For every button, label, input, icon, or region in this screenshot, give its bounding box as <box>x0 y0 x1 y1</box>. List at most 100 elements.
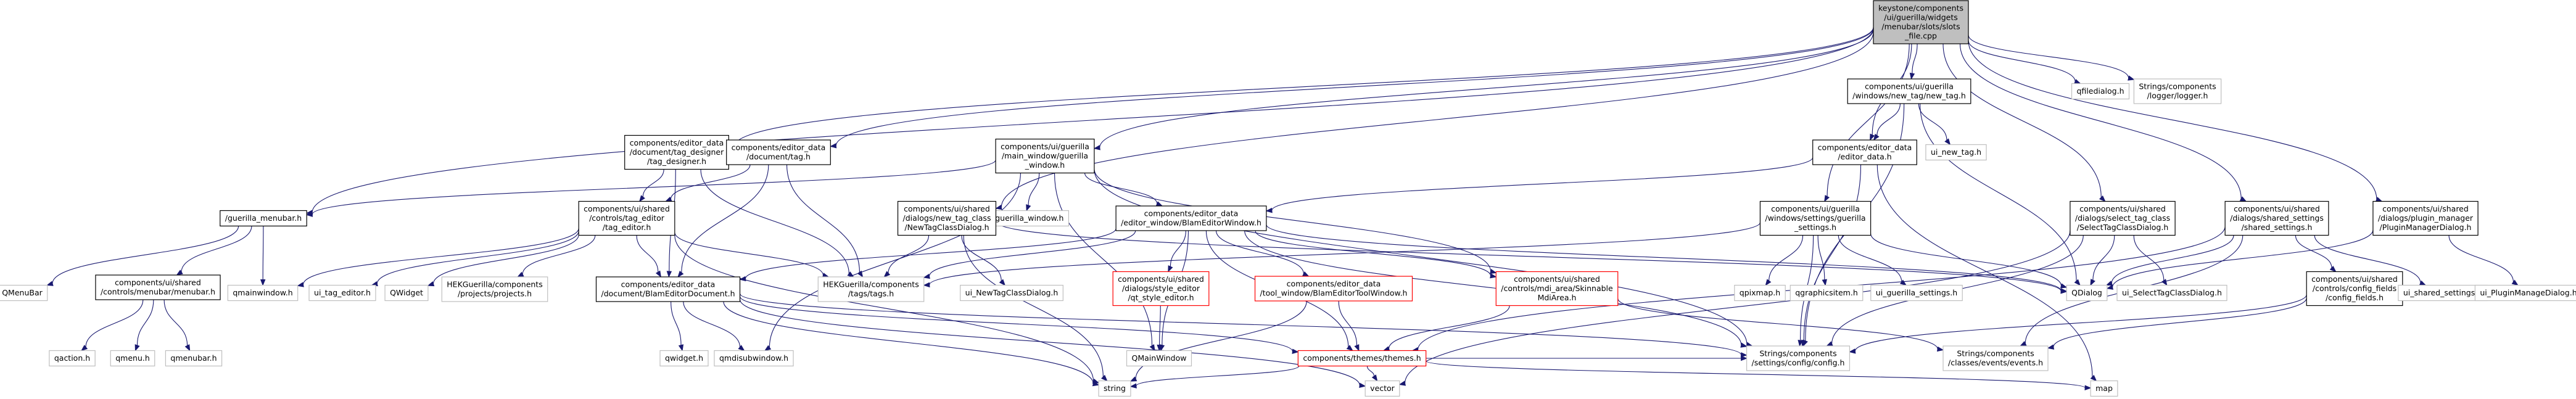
node-bled-window[interactable]: components/editor_data/editor_window/Bla… <box>1115 205 1267 231</box>
node-label-line: qmainwindow.h <box>233 288 292 297</box>
edge-new_tag_class-to-string <box>963 235 1108 382</box>
node-label-line: /editor_window/BlamEditorWindow.h <box>1121 218 1261 228</box>
node-tool-window[interactable]: components/editor_data/tool_window/BlamE… <box>1254 276 1413 302</box>
node-shared-settings[interactable]: components/ui/shared/dialogs/shared_sett… <box>2224 200 2329 236</box>
node-box <box>714 350 794 367</box>
edge-root-to-guerilla_menubar <box>305 28 1874 215</box>
edge-root-to-doc_tag <box>829 27 1874 149</box>
node-guerilla-menubar[interactable]: /guerilla_menubar.h <box>220 210 307 227</box>
node-label-line: qgraphicsitem.h <box>1795 288 1858 297</box>
node-config-fields[interactable]: components/ui/shared/controls/config_fie… <box>2306 271 2403 306</box>
node-label-line: components/ui/shared <box>584 204 670 213</box>
node-box <box>1746 345 1851 371</box>
node-plugin-manager[interactable]: components/ui/shared/dialogs/plugin_mana… <box>2372 200 2479 236</box>
node-box <box>1112 271 1210 306</box>
node-blam-doc[interactable]: components/editor_data/document/BlamEdit… <box>595 276 741 302</box>
edge-main_window-to-qmdisubwindow <box>764 173 1021 352</box>
node-box <box>2224 200 2329 236</box>
edge-config_fields-to-events <box>2047 297 2307 350</box>
edge-main_window-to-guerilla_menubar <box>305 160 996 217</box>
edge-bled_window-to-config_h <box>1244 230 1748 348</box>
edge-guerilla_settings-to-ui_guerilla_settings <box>1838 235 1907 286</box>
edge-new_tag_class-to-hek_tags <box>883 235 930 278</box>
node-label-line: /tag_designer.h <box>647 157 706 166</box>
edge-tag_designer-to-tag_editor <box>638 169 664 202</box>
edge-mdi_area-to-events <box>1617 298 1944 352</box>
edge-guerilla_menubar-to-qmainwindow <box>260 226 266 286</box>
edge-new_tag_h-to-editor_data_h <box>1873 103 1901 141</box>
node-box <box>2116 284 2227 302</box>
edge-guerilla_menubar-to-menubar_h <box>176 226 252 276</box>
node-label-line: /dialogs/style_editor <box>1122 284 1200 293</box>
node-new-tag-class[interactable]: components/ui/shared/dialogs/new_tag_cla… <box>897 200 997 236</box>
edge-guerilla_settings-to-qgraphicsitem <box>1817 235 1827 286</box>
node-label-line: components/editor_data <box>630 138 724 147</box>
node-label-line: /tag_editor.h <box>603 223 651 232</box>
node-root[interactable]: keystone/components/ui/guerilla/widgets/… <box>1873 0 1969 44</box>
node-box <box>578 200 675 236</box>
node-label-line: qaction.h <box>54 353 90 363</box>
node-doc-tag[interactable]: components/editor_data/document/tag.h <box>726 139 831 165</box>
node-label-line: /controls/mdi_area/Skinnable <box>1501 284 1613 293</box>
edge-shared_settings-to-qdialog <box>2105 235 2234 286</box>
node-config-h: Strings/components/settings/config/confi… <box>1746 345 1851 371</box>
node-label-line: qfiledialog.h <box>2077 86 2124 96</box>
node-box <box>897 200 997 236</box>
node-tag-designer[interactable]: components/editor_data/document/tag_desi… <box>624 134 729 170</box>
node-box <box>659 350 709 367</box>
node-label-line: components/themes/themes.h <box>1303 353 1421 363</box>
edge-tool_window-to-string <box>1129 300 1307 382</box>
node-label-line: components/ui/guerilla <box>1771 204 1860 213</box>
node-style-editor[interactable]: components/ui/shared/dialogs/style_edito… <box>1112 271 1210 306</box>
node-label-line: /dialogs/shared_settings <box>2230 213 2324 223</box>
edge-root-to-main_window <box>1093 29 1874 150</box>
node-label-line: /tool_window/BlamEditorToolWindow.h <box>1260 289 1408 298</box>
node-label-line: components/editor_data <box>732 143 826 152</box>
node-themes[interactable]: components/themes/themes.h <box>1297 350 1427 367</box>
edge-editor_data_h-to-bled_window <box>1265 157 1814 213</box>
node-box <box>0 284 48 302</box>
node-box <box>1870 284 1963 302</box>
node-label-line: /classes/events/events.h <box>1948 358 2043 368</box>
node-box <box>2070 200 2176 236</box>
edge-editor_data_h-to-config_h <box>1801 164 1862 347</box>
node-mdi-area[interactable]: components/ui/shared/controls/mdi_area/S… <box>1495 271 1619 306</box>
edge-new_tag_class-to-ui_newtagclass <box>961 235 1006 286</box>
edge-tag_designer-to-hek_tags <box>700 169 854 278</box>
edge-root-to-guerilla_settings <box>1824 43 1910 202</box>
node-label-line: /dialogs/select_tag_class <box>2075 213 2170 223</box>
node-string: string <box>1098 380 1131 397</box>
node-label-line: ui_tag_editor.h <box>314 288 371 297</box>
node-qmainwindow-lib: QMainWindow <box>1126 350 1192 367</box>
edge-menubar_h-to-qaction <box>81 299 144 352</box>
node-editor-data-h[interactable]: components/editor_data/editor_data.h <box>1812 139 1917 165</box>
edge-main_window-to-mdi_area <box>1094 168 1497 274</box>
edge-tag_editor-to-qmainwindow <box>297 228 579 287</box>
node-new-tag-h[interactable]: components/ui/guerilla/windows/new_tag/n… <box>1847 78 1971 104</box>
node-guerilla-settings[interactable]: components/ui/guerilla/windows/settings/… <box>1759 200 1872 236</box>
node-label-line: qwidget.h <box>665 353 703 363</box>
node-box <box>595 276 741 302</box>
edge-bled_window-to-qdialog <box>1266 224 2068 294</box>
node-box <box>726 139 831 165</box>
node-box <box>384 284 429 302</box>
node-select-tag[interactable]: components/ui/shared/dialogs/select_tag_… <box>2070 200 2176 236</box>
edge-root-to-tag_designer <box>727 27 1874 149</box>
node-tag-editor[interactable]: components/ui/shared/controls/tag_editor… <box>578 200 675 236</box>
node-label-line: /qt_style_editor.h <box>1128 293 1194 302</box>
edge-guerilla_settings-to-qpixmap <box>1765 235 1804 286</box>
node-label-line: components/editor_data <box>1818 143 1912 152</box>
node-label-line: _window.h <box>1025 160 1065 170</box>
edge-main_window-to-qmainwindow_lib <box>1054 173 1155 352</box>
node-ui-newtagclass: ui_NewTagClassDialog.h <box>960 284 1063 302</box>
edge-themes-to-map <box>1426 360 2092 390</box>
node-label-line: /document/BlamEditorDocument.h <box>601 289 735 298</box>
edge-themes-to-string <box>1129 365 1300 389</box>
node-menubar-h[interactable]: components/ui/shared/controls/menubar/me… <box>95 274 221 300</box>
node-main-window[interactable]: components/ui/guerilla/main_window/gueri… <box>995 138 1095 174</box>
node-box <box>1734 284 1786 302</box>
edge-select_tag-to-ui_selecttag <box>2133 235 2168 286</box>
node-hek-tags: HEKGuerilla/components/tags/tags.h <box>817 276 925 302</box>
